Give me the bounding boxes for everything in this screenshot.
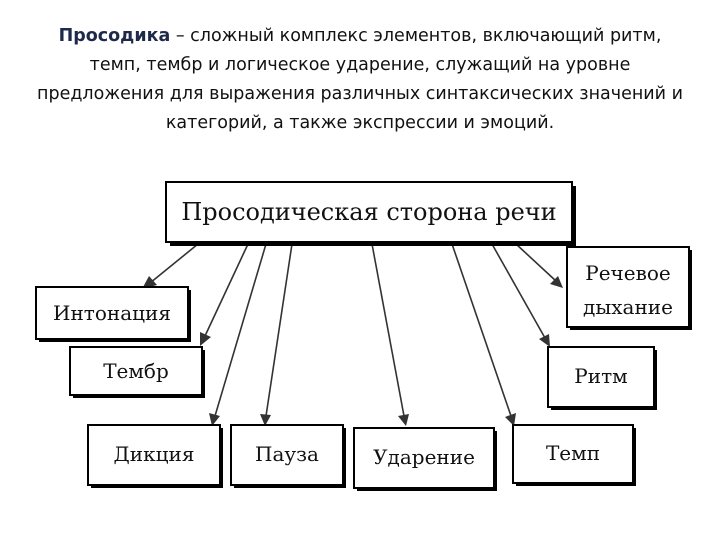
- node-tempo-label: Темп: [546, 441, 600, 465]
- node-rhythm: Ритм: [547, 346, 657, 410]
- node-breathing-label-2: дыхание: [583, 295, 673, 319]
- arrow-to-rhythm: [491, 243, 550, 347]
- intro-paragraph: Просодика – сложный комплекс элементов, …: [0, 22, 720, 138]
- arrow-to-breathing: [515, 243, 563, 288]
- arrow-to-intonation: [142, 243, 199, 289]
- node-breathing: Речевое дыхание: [566, 246, 692, 330]
- node-pause-label: Пауза: [255, 442, 319, 466]
- intro-line-3: предложения для выражения различных синт…: [37, 84, 683, 104]
- arrow-to-timbre: [200, 243, 249, 346]
- intro-line-1: Просодика – сложный комплекс элементов, …: [0, 22, 720, 51]
- node-timbre: Тембр: [69, 346, 205, 398]
- intro-line-4: категорий, а также экспрессии и эмоций.: [165, 113, 555, 133]
- node-diction-label: Дикция: [114, 442, 195, 466]
- arrow-to-diction: [209, 243, 267, 426]
- arrow-to-stress: [371, 243, 409, 426]
- node-rhythm-label: Ритм: [574, 364, 627, 388]
- intro-line-2: темп, тембр и логическое ударение, служа…: [89, 55, 631, 75]
- node-stress-label: Ударение: [373, 445, 475, 469]
- node-intonation-label: Интонация: [53, 301, 171, 325]
- node-pause: Пауза: [230, 424, 346, 488]
- node-diction: Дикция: [87, 424, 223, 488]
- arrow-to-pause: [260, 243, 293, 426]
- intro-term: Просодика: [58, 26, 171, 46]
- node-tempo: Темп: [512, 424, 636, 486]
- node-timbre-label: Тембр: [103, 359, 169, 383]
- arrows: [142, 243, 563, 426]
- node-intonation: Интонация: [35, 286, 191, 342]
- node-breathing-label-1: Речевое: [585, 261, 671, 285]
- node-root-label: Просодическая сторона речи: [181, 198, 556, 226]
- node-stress: Ударение: [353, 427, 497, 491]
- node-root: Просодическая сторона речи: [165, 181, 576, 246]
- intro-line-1-rest: – сложный комплекс элементов, включающий…: [170, 26, 662, 46]
- arrow-to-tempo: [451, 243, 516, 426]
